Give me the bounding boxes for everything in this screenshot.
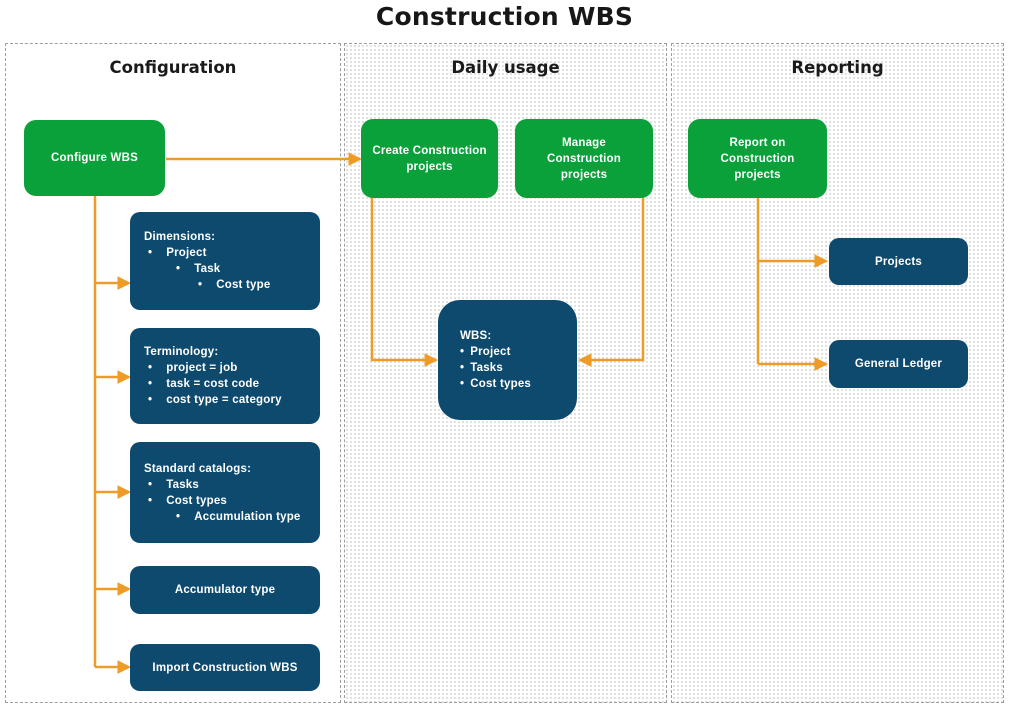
- list-item-label: project = job: [166, 362, 238, 374]
- accumulator-type-label: Accumulator type: [174, 584, 276, 596]
- list-item-label: Task: [194, 263, 221, 275]
- list-item-label: Cost types: [470, 378, 532, 390]
- projects-label: Projects: [875, 255, 922, 268]
- column-reporting-header: Reporting: [791, 58, 884, 77]
- list-item: Cost types: [148, 493, 306, 509]
- list-item-label: Accumulation type: [194, 510, 301, 523]
- bullet-icon: [460, 360, 464, 376]
- projects-node: Projects: [829, 238, 968, 285]
- terminology-title: Terminology:: [144, 346, 219, 358]
- list-item: task = cost code: [148, 376, 306, 392]
- wbs-title: WBS:: [460, 330, 492, 342]
- dimensions-title: Dimensions:: [144, 231, 216, 243]
- bullet-icon: [176, 509, 180, 525]
- list-item: Accumulation type: [176, 509, 306, 525]
- configure-wbs-node: Configure WBS: [24, 120, 165, 196]
- manage-projects-label: Manage Construction projects: [547, 136, 621, 181]
- bullet-icon: [148, 477, 152, 493]
- standard-catalogs-node: Standard catalogs: Tasks Cost types Accu…: [130, 442, 320, 543]
- bullet-icon: [148, 376, 152, 392]
- general-ledger-label: General Ledger: [854, 358, 943, 370]
- list-item: cost type = category: [148, 392, 306, 408]
- list-item: Tasks: [460, 360, 563, 376]
- report-projects-node: Report on Construction projects: [688, 119, 827, 198]
- list-item-label: cost type = category: [166, 394, 282, 406]
- list-item: project = job: [148, 360, 306, 376]
- list-item: Project: [148, 245, 306, 261]
- standard-catalogs-title: Standard catalogs:: [144, 462, 252, 475]
- column-daily-usage-header: Daily usage: [451, 58, 560, 77]
- configure-wbs-label: Configure WBS: [51, 152, 138, 164]
- bullet-icon: [148, 493, 152, 509]
- list-item-label: Cost types: [166, 494, 228, 507]
- bullet-icon: [148, 360, 152, 376]
- bullet-icon: [460, 344, 464, 360]
- terminology-node: Terminology: project = job task = cost c…: [130, 328, 320, 424]
- list-item-label: task = cost code: [166, 378, 260, 390]
- list-item: Cost types: [460, 376, 563, 392]
- import-wbs-node: Import Construction WBS: [130, 644, 320, 691]
- list-item-label: Tasks: [470, 362, 503, 374]
- list-item: Tasks: [148, 477, 306, 493]
- list-item-label: Project: [470, 346, 511, 358]
- list-item-label: Cost type: [216, 279, 271, 291]
- bullet-icon: [198, 277, 202, 293]
- import-wbs-label: Import Construction WBS: [152, 661, 298, 674]
- accumulator-type-node: Accumulator type: [130, 566, 320, 614]
- column-configuration-header: Configuration: [109, 58, 237, 77]
- bullet-icon: [460, 376, 464, 392]
- bullet-icon: [148, 245, 152, 261]
- list-item: Task: [176, 261, 306, 277]
- list-item: Project: [460, 344, 563, 360]
- diagram-title: Construction WBS: [375, 2, 634, 31]
- wbs-node: WBS: Project Tasks Cost types: [438, 300, 577, 420]
- list-item: Cost type: [198, 277, 306, 293]
- list-item-label: Tasks: [166, 478, 199, 491]
- dimensions-node: Dimensions: Project Task Cost type: [130, 212, 320, 310]
- list-item-label: Project: [166, 247, 207, 259]
- report-projects-label: Report on Construction projects: [720, 136, 795, 181]
- general-ledger-node: General Ledger: [829, 340, 968, 388]
- bullet-icon: [148, 392, 152, 408]
- create-projects-label: Create Construction projects: [372, 144, 487, 173]
- manage-projects-node: Manage Construction projects: [515, 119, 653, 198]
- bullet-icon: [176, 261, 180, 277]
- create-projects-node: Create Construction projects: [361, 119, 498, 198]
